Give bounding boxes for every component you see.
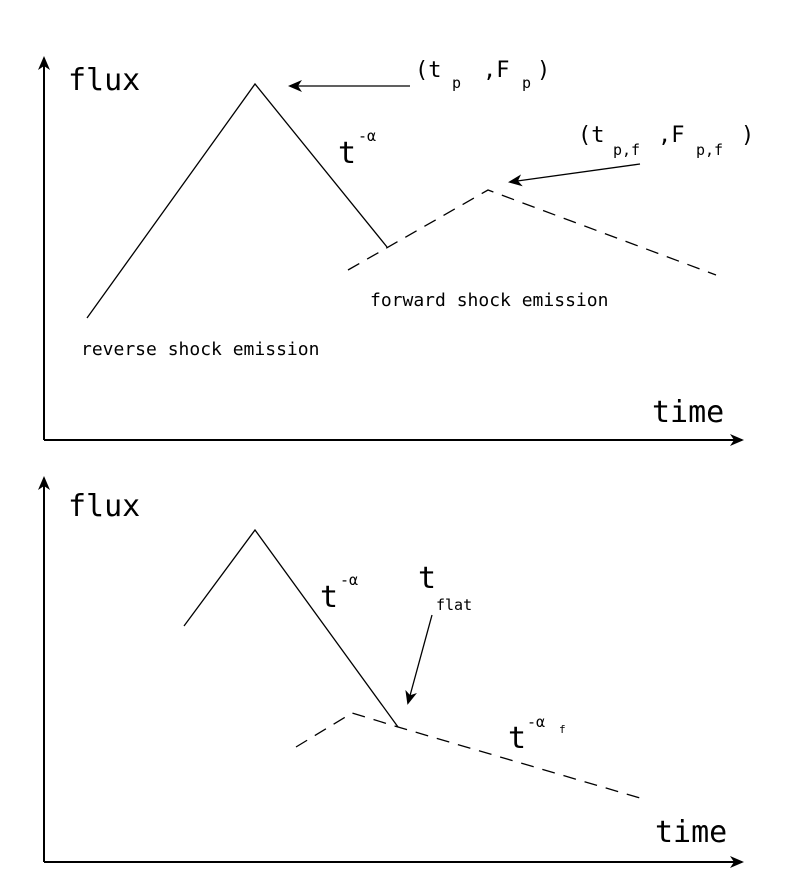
bottom-tflat-arrow <box>405 614 433 705</box>
top-peak-annotation: (t p ,F p ) <box>415 58 550 92</box>
svg-text:p,f: p,f <box>613 141 640 159</box>
svg-text:t: t <box>508 721 526 756</box>
top-reverse-shock-curve <box>86 82 388 319</box>
svg-text:flat: flat <box>436 596 472 614</box>
bottom-forward-shock-curve <box>295 712 641 799</box>
top-reverse-shock-label: reverse shock emission <box>81 339 319 360</box>
top-forward-peak-annotation: (t p,f ,F p,f ) <box>578 123 754 159</box>
bottom-y-axis-label: flux <box>68 489 140 524</box>
bottom-reverse-shock-curve <box>183 528 399 728</box>
bottom-panel: flux time t -α t flat t -α f <box>38 476 744 868</box>
svg-text:t: t <box>320 580 338 615</box>
svg-text:): ) <box>741 123 754 148</box>
top-forward-shock-label: forward shock emission <box>370 290 608 311</box>
svg-text:p: p <box>452 74 461 92</box>
bottom-late-decay-label: t -α f <box>508 713 566 756</box>
svg-text:f: f <box>559 723 566 736</box>
svg-text:t: t <box>418 561 436 596</box>
svg-text:-α: -α <box>340 571 358 589</box>
svg-text:-α: -α <box>358 127 376 145</box>
bottom-decay-slope-label: t -α <box>320 571 358 615</box>
bottom-x-axis-label: time <box>655 815 727 850</box>
svg-text:t: t <box>338 136 356 171</box>
svg-text:-α: -α <box>527 713 545 731</box>
top-x-axis-label: time <box>652 395 724 430</box>
svg-text:(t: (t <box>578 123 605 148</box>
bottom-tflat-label: t flat <box>418 561 472 614</box>
svg-text:p,f: p,f <box>696 141 723 159</box>
svg-text:,F: ,F <box>483 58 510 83</box>
top-forward-shock-curve <box>347 189 717 276</box>
top-y-axis-label: flux <box>68 63 140 98</box>
svg-text:,F: ,F <box>658 123 685 148</box>
top-decay-slope-label: t -α <box>338 127 376 171</box>
top-panel: flux time reverse shock emission forward… <box>38 56 754 446</box>
svg-text:p: p <box>522 74 531 92</box>
top-forward-peak-arrow <box>508 163 641 187</box>
svg-text:): ) <box>537 58 550 83</box>
svg-text:(t: (t <box>415 58 442 83</box>
